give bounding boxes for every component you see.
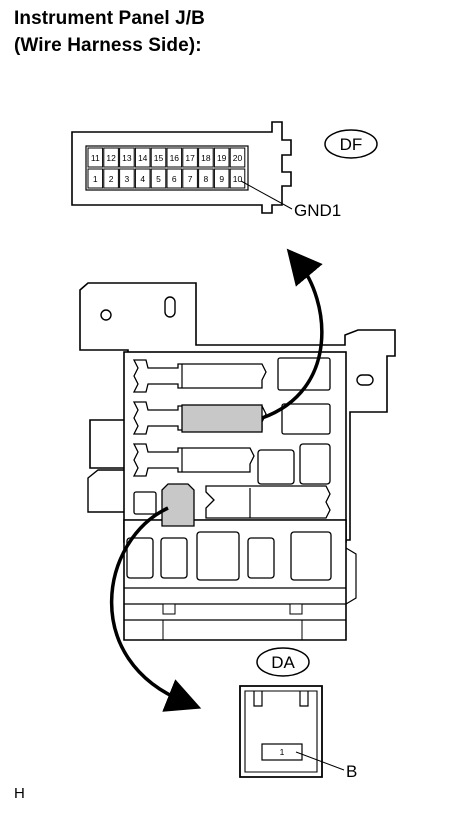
df-pin-number: 4 bbox=[140, 174, 145, 184]
df-pin-number: 15 bbox=[154, 153, 164, 163]
df-pin-number: 5 bbox=[156, 174, 161, 184]
df-pin-cell bbox=[150, 168, 167, 189]
df-pin-cell bbox=[198, 147, 214, 168]
df-pin-cell bbox=[229, 168, 246, 189]
connector-da-badge bbox=[256, 647, 310, 677]
df-pin-cell bbox=[229, 147, 246, 168]
receptacle-row-4 bbox=[133, 483, 331, 527]
df-pin-number: 7 bbox=[188, 174, 193, 184]
df-pin-number: 17 bbox=[185, 153, 195, 163]
df-pin-cell bbox=[119, 147, 135, 168]
df-pin-cell bbox=[166, 147, 183, 168]
df-pin-number: 18 bbox=[201, 153, 211, 163]
diagram-title-line2: (Wire Harness Side): bbox=[14, 35, 202, 56]
df-pin-number: 13 bbox=[122, 153, 132, 163]
receptacle-row-2 bbox=[132, 401, 331, 435]
connector-da-housing bbox=[239, 685, 323, 778]
receptacle-row-3 bbox=[132, 443, 331, 485]
df-pin-number: 2 bbox=[109, 174, 114, 184]
df-pin-number: 9 bbox=[219, 174, 224, 184]
bracket-slot-top bbox=[164, 296, 176, 318]
df-pin-cell bbox=[166, 168, 183, 189]
df-pin-number: 12 bbox=[106, 153, 116, 163]
df-pin-cell bbox=[103, 168, 119, 189]
df-pin-number: 11 bbox=[91, 153, 100, 163]
df-pin-cell bbox=[87, 147, 104, 168]
receptacle-row-1 bbox=[132, 357, 331, 393]
df-pin-number: 6 bbox=[172, 174, 177, 184]
df-pin-number: 8 bbox=[204, 174, 209, 184]
highlighted-da-connector-cavity bbox=[161, 483, 195, 527]
df-pin-number: 3 bbox=[125, 174, 130, 184]
gnd1-leader-line bbox=[240, 180, 293, 210]
gnd1-label: GND1 bbox=[294, 201, 341, 220]
illustration-code: H bbox=[14, 785, 25, 802]
df-pin-number: 20 bbox=[233, 153, 243, 163]
connector-df-badge bbox=[324, 129, 378, 159]
df-pin-cell bbox=[213, 168, 230, 189]
b-label: B bbox=[346, 762, 357, 781]
df-pin-number: 10 bbox=[233, 174, 243, 184]
df-pin-cell bbox=[87, 168, 104, 189]
connector-df-badge-label: DF bbox=[340, 135, 363, 154]
df-pin-cell bbox=[182, 168, 198, 189]
da-pin-number: 1 bbox=[280, 747, 285, 757]
df-pin-number: 16 bbox=[170, 153, 180, 163]
arrow-to-da-connector bbox=[109, 506, 202, 712]
bracket-side-tab bbox=[87, 469, 129, 513]
df-pin-cell bbox=[213, 147, 230, 168]
diagram-title-line1: Instrument Panel J/B bbox=[14, 8, 205, 29]
b-leader-line bbox=[295, 751, 345, 771]
junction-block bbox=[79, 248, 396, 712]
df-pin-cell bbox=[119, 168, 135, 189]
df-pin-cell bbox=[150, 147, 167, 168]
connector-da: DA 1 B bbox=[239, 647, 357, 781]
highlighted-df-connector-cavity bbox=[181, 404, 263, 433]
df-pin-cell bbox=[182, 147, 198, 168]
df-pin-number: 14 bbox=[138, 153, 148, 163]
arrow-to-df-connector bbox=[261, 248, 324, 420]
df-pin-cell bbox=[134, 147, 151, 168]
df-pin-cell bbox=[134, 168, 151, 189]
bracket-hole-left bbox=[100, 309, 112, 321]
df-pin-number: 19 bbox=[217, 153, 227, 163]
df-pin-number: 1 bbox=[93, 174, 98, 184]
df-pin-cell bbox=[103, 147, 119, 168]
bracket-slot-right bbox=[356, 374, 374, 386]
connector-da-badge-label: DA bbox=[271, 653, 295, 672]
df-pin-cell bbox=[198, 168, 214, 189]
